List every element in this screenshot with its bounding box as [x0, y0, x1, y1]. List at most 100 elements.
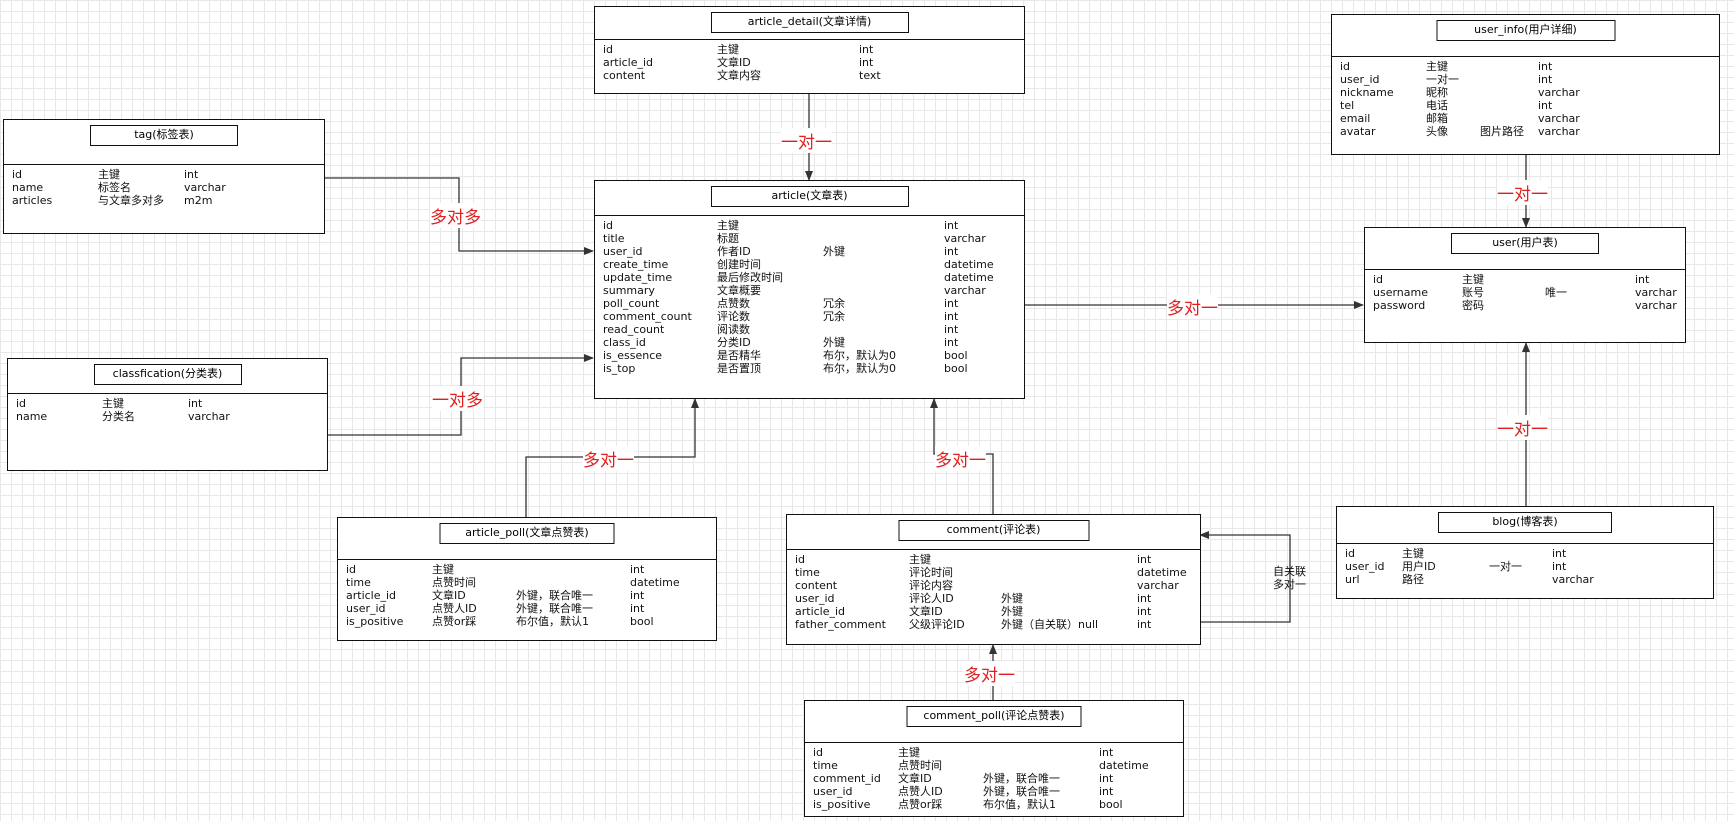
field-type: int [1099, 746, 1114, 759]
field-name: article_id [795, 605, 846, 618]
field-type: int [944, 336, 959, 349]
relation-label-userinfo-user: 一对一 [1497, 180, 1548, 205]
field-type: int [944, 323, 959, 336]
field-name: id [346, 563, 357, 576]
field-type: varchar [1538, 112, 1580, 125]
field-comment: 主键 [1402, 547, 1424, 560]
table-header: blog(博客表) [1337, 507, 1713, 544]
field-name: article_id [346, 589, 397, 602]
field-comment: 文章ID [909, 605, 943, 618]
field-comment: 文章ID [717, 56, 751, 69]
field-type: int [1099, 785, 1114, 798]
field-name: create_time [603, 258, 669, 271]
field-comment: 主键 [1426, 60, 1448, 73]
field-type: bool [630, 615, 654, 628]
field-type: datetime [630, 576, 680, 589]
field-comment: 昵称 [1426, 86, 1448, 99]
field-comment: 主键 [717, 219, 739, 232]
field-name: id [1345, 547, 1356, 560]
relation-label-articlepoll-article: 多对一 [583, 446, 634, 471]
field-type: varchar [1635, 286, 1677, 299]
table-row: class_id 分类ID 外键 int [603, 336, 1024, 349]
field-name: id [603, 43, 614, 56]
field-name: user_id [346, 602, 386, 615]
field-comment: 文章ID [432, 589, 466, 602]
field-type: int [944, 297, 959, 310]
table-title: comment_poll(评论点赞表) [906, 706, 1082, 727]
field-comment: 主键 [1462, 273, 1484, 286]
field-name: username [1373, 286, 1428, 299]
field-comment: 头像 [1426, 125, 1448, 138]
field-name: user_id [1340, 73, 1380, 86]
field-type: datetime [944, 258, 994, 271]
field-comment: 分类名 [102, 410, 135, 423]
field-note: 外键，联合唯一 [983, 772, 1060, 785]
field-type: int [944, 219, 959, 232]
edge-comment-self [1199, 531, 1291, 623]
field-comment: 分类ID [717, 336, 751, 349]
field-type: varchar [184, 181, 226, 194]
relation-label-tag-article: 多对多 [430, 203, 481, 228]
field-name: time [813, 759, 838, 772]
field-name: time [346, 576, 371, 589]
field-type: bool [944, 362, 968, 375]
field-type: int [184, 168, 199, 181]
field-comment: 标签名 [98, 181, 131, 194]
field-type: int [1635, 273, 1650, 286]
field-note: 布尔，默认为0 [823, 349, 896, 362]
field-type: int [1137, 553, 1152, 566]
field-comment: 文章内容 [717, 69, 761, 82]
field-type: m2m [184, 194, 213, 207]
field-type: varchar [1538, 125, 1580, 138]
table-header: user(用户表) [1365, 228, 1685, 270]
field-type: int [1099, 772, 1114, 785]
field-comment: 文章概要 [717, 284, 761, 297]
relation-label-article-user: 多对一 [1167, 294, 1218, 319]
field-name: user_id [813, 785, 853, 798]
field-note: 冗余 [823, 310, 845, 323]
field-type: datetime [1099, 759, 1149, 772]
field-name: class_id [603, 336, 646, 349]
field-name: update_time [603, 271, 673, 284]
field-name: read_count [603, 323, 665, 336]
table-title: article_poll(文章点赞表) [439, 523, 615, 544]
field-note: 外键 [823, 336, 845, 349]
field-type: bool [1099, 798, 1123, 811]
